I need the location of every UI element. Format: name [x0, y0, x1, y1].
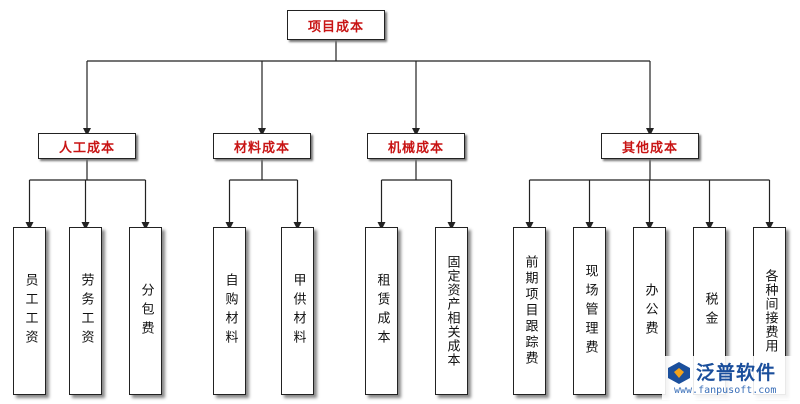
category-node-machinery-cost: 机械成本 [367, 133, 465, 159]
category-label: 其他成本 [621, 140, 678, 156]
category-label: 材料成本 [233, 140, 290, 156]
leaf-label: 办公费 [642, 282, 658, 340]
leaf-node-rental-cost: 租赁成本 [365, 227, 398, 395]
leaf-node-subcontract-fee: 分包费 [129, 227, 162, 395]
leaf-node-staff-wages: 员工工资 [13, 227, 46, 395]
leaf-label: 甲供材料 [290, 273, 306, 349]
watermark-logo: 泛普软件 www.fanpusoft.com [662, 356, 796, 400]
leaf-label: 自购材料 [222, 273, 238, 349]
leaf-node-self-purchased-material: 自购材料 [213, 227, 246, 395]
leaf-label: 分包费 [138, 282, 154, 340]
category-node-other-cost: 其他成本 [601, 133, 699, 159]
category-label: 人工成本 [58, 140, 115, 156]
leaf-node-owner-supplied-material: 甲供材料 [281, 227, 314, 395]
leaf-node-preliminary-tracking-fee: 前期项目跟踪费 [513, 227, 546, 395]
leaf-node-site-management-fee: 现场管理费 [573, 227, 606, 395]
leaf-label: 前期项目跟踪费 [522, 255, 538, 367]
category-node-labor-cost: 人工成本 [38, 133, 136, 159]
leaf-label: 劳务工资 [78, 273, 94, 349]
root-label: 项目成本 [307, 19, 364, 35]
leaf-label: 租赁成本 [374, 273, 390, 349]
watermark-url: www.fanpusoft.com [674, 385, 777, 396]
leaf-label: 员工工资 [22, 273, 38, 349]
leaf-node-fixed-asset-cost: 固定资产相关成本 [435, 227, 468, 395]
leaf-label: 各种间接费用 [762, 269, 778, 353]
leaf-label: 固定资产相关成本 [444, 255, 460, 367]
fanpu-logo-icon [668, 362, 690, 384]
watermark-brand: 泛普软件 [696, 362, 777, 384]
leaf-node-labor-wages: 劳务工资 [69, 227, 102, 395]
leaf-node-office-expense: 办公费 [633, 227, 666, 395]
category-node-material-cost: 材料成本 [213, 133, 311, 159]
leaf-label: 现场管理费 [582, 263, 598, 359]
root-node-project-cost: 项目成本 [287, 10, 385, 40]
leaf-label: 税金 [702, 292, 718, 330]
category-label: 机械成本 [387, 140, 444, 156]
